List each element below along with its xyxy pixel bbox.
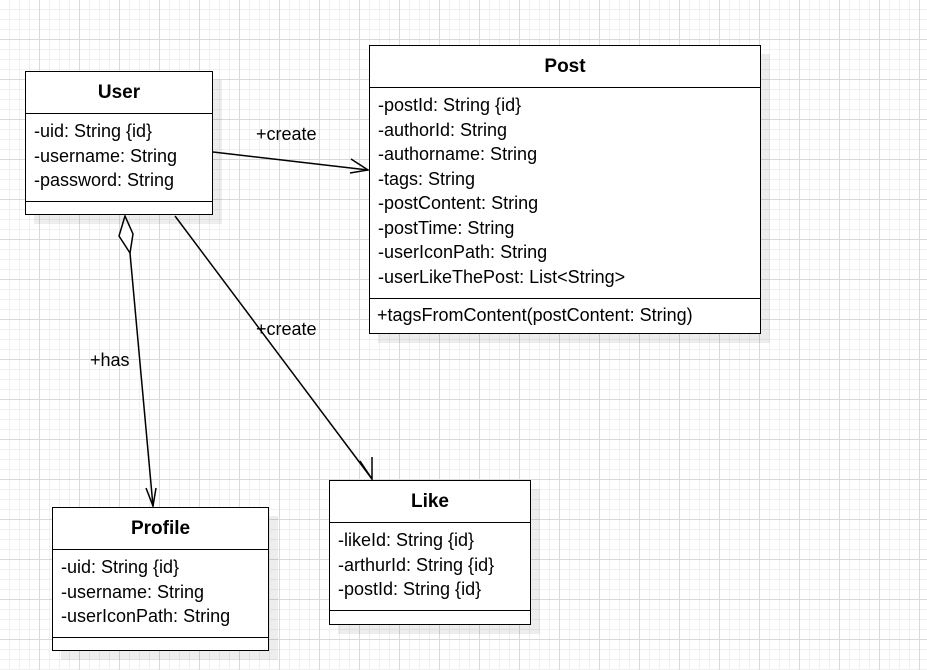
- attribute: -userIconPath: String: [378, 242, 548, 262]
- class-name: Like: [330, 481, 530, 523]
- attribute: -username: String: [34, 145, 178, 166]
- attribute: -uid: String {id}: [34, 121, 153, 141]
- attribute: -uid: String {id}: [61, 557, 180, 577]
- class-name: Profile: [53, 508, 268, 550]
- edge-user-post[interactable]: [212, 151, 371, 174]
- attribute: -password: String: [34, 170, 175, 190]
- open-arrow-head: [145, 487, 157, 509]
- attribute-compartment: -uid: String {id} -username: String -use…: [53, 550, 268, 638]
- open-arrow-head: [359, 457, 373, 482]
- attribute-compartment: -likeId: String {id} -arthurId: String {…: [330, 523, 530, 611]
- edge-label-user-like: +create: [256, 319, 317, 339]
- attribute: -tags: String: [378, 168, 476, 189]
- edge-label-user-post: +create: [256, 124, 317, 144]
- attribute: -authorId: String: [378, 119, 508, 140]
- attribute: -likeId: String {id}: [338, 530, 475, 550]
- class-user[interactable]: User -uid: String {id} -username: String…: [25, 71, 213, 215]
- edge-label-user-profile: +has: [90, 350, 130, 370]
- class-name: User: [26, 72, 212, 114]
- operation: +tagsFromContent(postContent: String): [377, 305, 693, 325]
- edge-user-profile[interactable]: [118, 213, 157, 509]
- attribute: -postId: String {id}: [378, 95, 522, 115]
- attribute: -userIconPath: String: [61, 606, 231, 626]
- class-name: Post: [370, 46, 760, 88]
- class-post[interactable]: Post -postId: String {id} -authorId: Str…: [369, 45, 761, 334]
- class-like[interactable]: Like -likeId: String {id} -arthurId: Str…: [329, 480, 531, 625]
- edge-user-like[interactable]: [174, 215, 373, 482]
- attribute: -authorname: String: [378, 144, 538, 164]
- attribute: -arthurId: String {id}: [338, 554, 495, 575]
- operation-compartment: +tagsFromContent(postContent: String): [370, 299, 760, 328]
- attribute: -postId: String {id}: [338, 579, 482, 599]
- attribute: -userLikeThePost: List<String>: [378, 266, 626, 287]
- attribute: -username: String: [61, 581, 205, 602]
- attribute: -postContent: String: [378, 193, 539, 213]
- aggregation-diamond: [118, 213, 134, 256]
- open-arrow-head: [349, 158, 371, 174]
- attribute-compartment: -postId: String {id} -authorId: String -…: [370, 88, 760, 299]
- attribute: -postTime: String: [378, 217, 515, 238]
- class-profile[interactable]: Profile -uid: String {id} -username: Str…: [52, 507, 269, 651]
- attribute-compartment: -uid: String {id} -username: String -pas…: [26, 114, 212, 202]
